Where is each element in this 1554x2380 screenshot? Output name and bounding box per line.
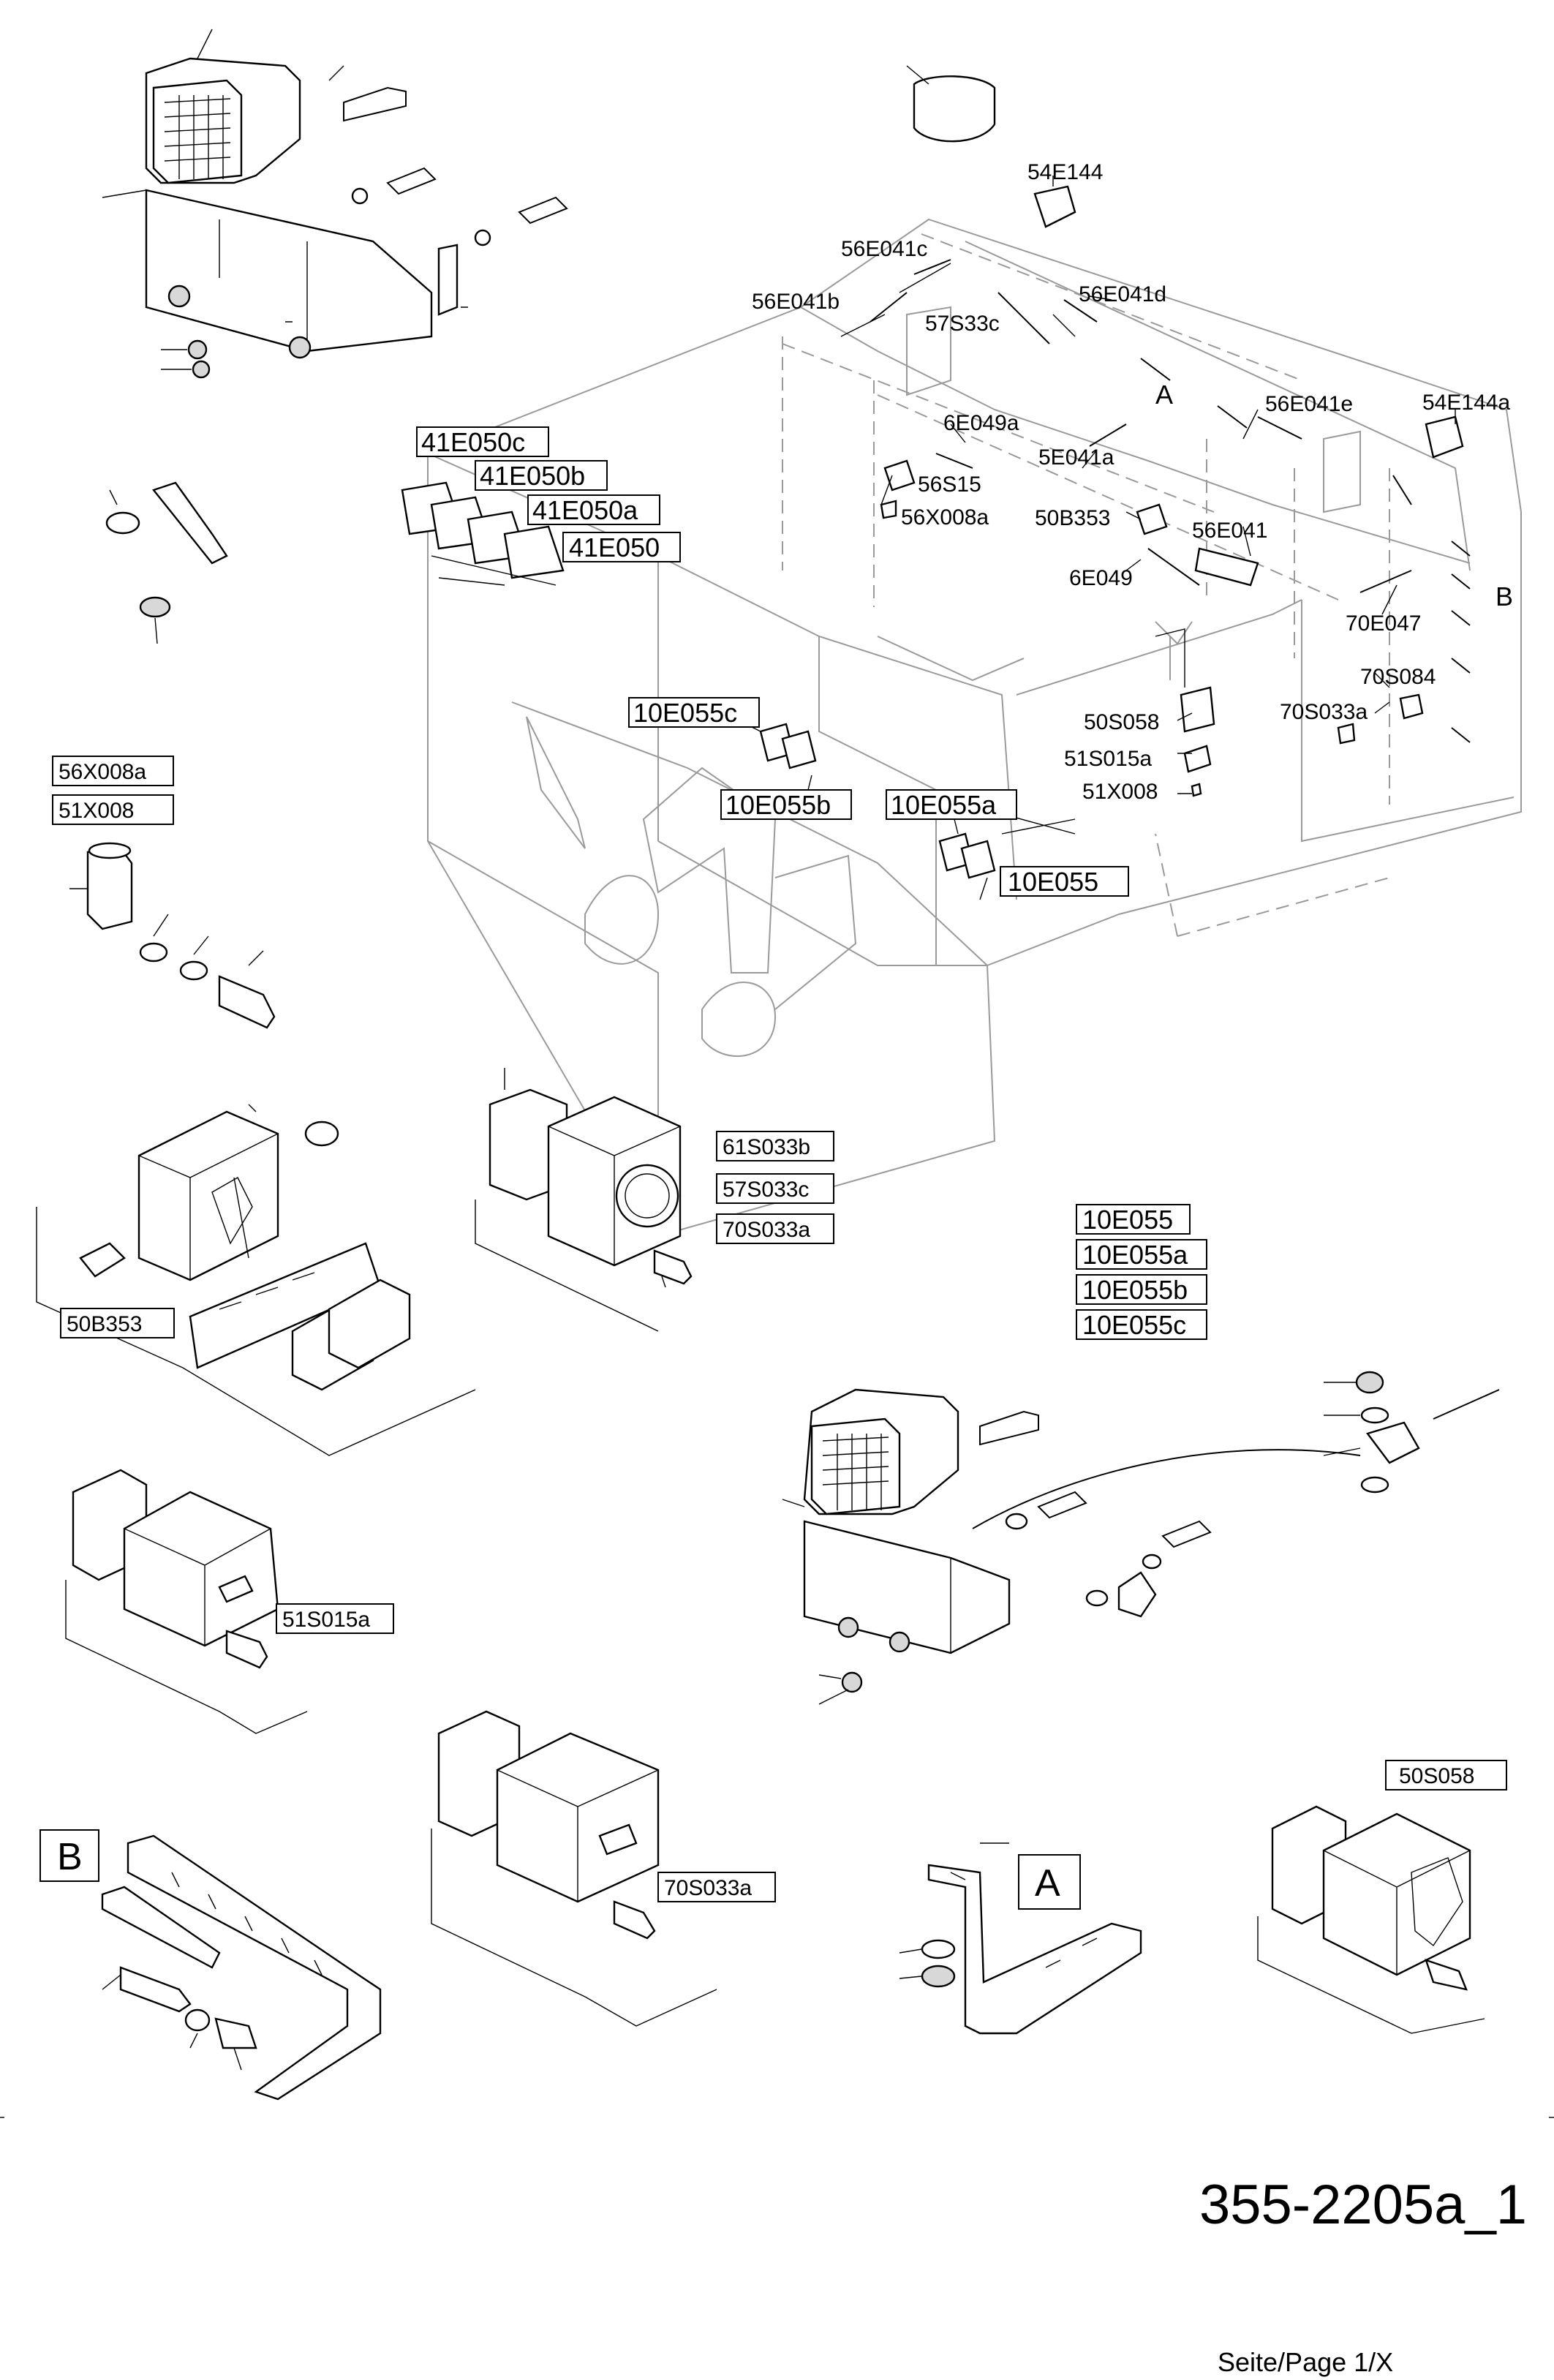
label-54E144a: 54E144a [1422,391,1510,415]
detail-label-57S033c: 57S033c [723,1178,809,1202]
label-56E041b: 56E041b [752,290,840,314]
detail-label-10E055: 10E055 [1082,1205,1173,1235]
view-marker-B: B [1495,581,1513,611]
label-56E041d: 56E041d [1079,282,1166,306]
view-label-A: A [1035,1862,1060,1905]
label-51S015a: 51S015a [1064,747,1152,771]
label-10E055c: 10E055c [633,698,737,728]
view-marker-A: A [1155,380,1173,410]
detail-label-56X008a: 56X008a [59,760,146,784]
label-41E050: 41E050 [569,532,660,562]
small-parts-left [105,481,228,644]
label-56E041c: 56E041c [841,237,927,261]
label-70E047: 70E047 [1346,611,1421,636]
label-50S058: 50S058 [1084,710,1159,734]
label-41E050b: 41E050b [480,461,585,491]
work-lamp-assembly-right [782,1371,1500,1705]
page-indicator: Seite/Page 1/X [1218,2347,1393,2377]
detail-label-10E055b: 10E055b [1082,1275,1188,1305]
detail-label-10E055c: 10E055c [1082,1310,1186,1340]
label-5E041a: 5E041a [1038,445,1114,470]
boxed-labels: 41E050c 41E050b 41E050a 41E050 10E055c 1… [39,426,1507,1910]
switch-detail-50S058 [1257,1805,1485,2034]
label-70S084: 70S084 [1360,665,1436,689]
detail-label-50B353: 50B353 [67,1312,142,1336]
label-10E055b: 10E055b [725,790,831,820]
detail-label-50S058: 50S058 [1399,1764,1474,1788]
detail-label-10E055a: 10E055a [1082,1240,1188,1270]
detail-label-70S033a: 70S033a [723,1218,810,1242]
label-51X008: 51X008 [1082,780,1158,804]
switch-detail-center [475,1068,693,1332]
label-54E144: 54E144 [1027,160,1103,184]
detail-label-70S033a-bottom: 70S033a [664,1876,752,1900]
label-56X008a: 56X008a [901,505,989,530]
label-6E049a: 6E049a [943,411,1019,435]
label-56S15: 56S15 [918,472,981,497]
label-50B353: 50B353 [1035,506,1110,530]
detail-label-51X008: 51X008 [59,799,134,823]
title-block: 355-2205a_1 Seite/Page 1/X [0,2117,1554,2377]
label-10E055: 10E055 [1008,867,1098,897]
label-6E049: 6E049 [1069,566,1133,590]
switch-detail-70S033a [431,1710,717,2027]
part-labels: 54E144 54E144a 56E041c 56E041b 56E041d 5… [752,160,1513,804]
label-10E055a: 10E055a [891,790,997,820]
drawing-number: 355-2205a_1 [1199,2174,1527,2236]
detail-label-51S015a: 51S015a [282,1608,370,1632]
bracket-detail-B [101,1834,382,2101]
machine-parts [401,65,1471,879]
work-lamp-assembly-top [102,29,568,379]
label-70S033a: 70S033a [1280,700,1368,724]
machine-frame [427,218,1522,1238]
junction-box-detail [36,1104,476,1456]
label-56E041: 56E041 [1192,519,1267,543]
switch-detail-51S015a [65,1469,308,1734]
label-41E050a: 41E050a [532,495,638,525]
connector-detail [69,842,276,1029]
bracket-detail-A [899,1842,1142,2035]
detail-label-61S033b: 61S033b [723,1135,810,1159]
label-57S33c: 57S33c [925,312,1000,336]
label-41E050c: 41E050c [421,427,525,457]
view-label-B: B [57,1836,83,1878]
label-56E041e: 56E041e [1265,392,1353,416]
